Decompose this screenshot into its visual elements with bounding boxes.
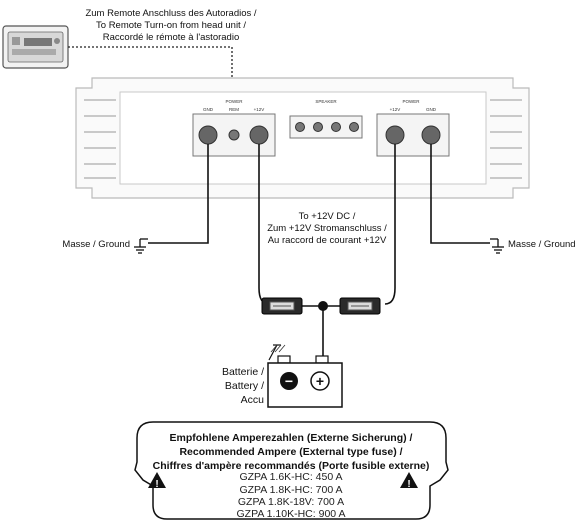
left-terminal-label-gnd: GND — [203, 107, 214, 112]
ground-right-icon — [490, 238, 504, 254]
remote-label-line1: Zum Remote Anschluss des Autoradios / — [85, 8, 256, 19]
battery-plus-symbol: + — [316, 373, 324, 389]
battery-minus-symbol: − — [285, 373, 293, 389]
speaker-screw-icon — [313, 122, 323, 132]
right-terminal-label-12v: +12V — [390, 107, 401, 112]
battery-label-line2: Battery / — [225, 380, 264, 392]
left-fuse-holder-icon — [261, 297, 303, 315]
speaker-screw-icon — [331, 122, 341, 132]
dc-label-line3: Au raccord de courant +12V — [268, 235, 387, 246]
remote-wire — [68, 46, 233, 130]
ground-left-icon — [134, 238, 148, 254]
fuse-recommendation-box — [134, 421, 449, 520]
power-screw-icon — [385, 125, 405, 145]
ground-label-right: Masse / Ground — [508, 239, 576, 250]
speaker-title: SPEAKER — [315, 99, 337, 104]
fuse-heading-line2: Recommended Ampere (External type fuse) … — [179, 446, 402, 458]
gnd-screw-icon — [421, 125, 441, 145]
gnd-screw-icon — [198, 125, 218, 145]
right-fuse-holder-icon — [339, 297, 381, 315]
remote-label-line2: To Remote Turn-on from head unit / — [96, 20, 246, 31]
right-ground-wire — [430, 144, 490, 244]
head-unit-radio-icon — [2, 25, 69, 69]
fuse-heading-line1: Empfohlene Amperezahlen (Externe Sicheru… — [170, 432, 413, 444]
left-power-title: POWER — [225, 99, 243, 104]
dc-label-line2: Zum +12V Stromanschluss / — [267, 223, 387, 234]
fuse-row: GZPA 1.8K-HC: 700 A — [239, 484, 342, 496]
left-power-terminal-block: POWER GND REM +12V — [192, 99, 276, 157]
wire-junction-dot — [318, 301, 328, 311]
warning-left-mark: ! — [155, 479, 158, 490]
battery-label-line1: Batterie / — [222, 366, 264, 378]
warning-right-mark: ! — [407, 479, 410, 490]
warning-right-icon: ! — [400, 472, 418, 490]
left-terminal-label-rem: REM — [229, 107, 239, 112]
right-power-terminal-block: POWER +12V GND — [376, 99, 450, 157]
power-screw-icon — [249, 125, 269, 145]
fuse-row: GZPA 1.10K-HC: 900 A — [237, 508, 346, 520]
ground-label-left: Masse / Ground — [62, 239, 130, 250]
speaker-screw-icon — [349, 122, 359, 132]
right-power-title: POWER — [402, 99, 420, 104]
speaker-screw-icon — [295, 122, 305, 132]
fuse-row: GZPA 1.6K-HC: 450 A — [239, 471, 342, 483]
warning-left-icon: ! — [148, 472, 166, 490]
right-power-wire — [384, 144, 396, 305]
right-terminal-label-gnd: GND — [426, 107, 437, 112]
dc-label-line1: To +12V DC / — [299, 211, 356, 222]
speaker-terminal-block: SPEAKER — [289, 99, 363, 139]
left-ground-wire — [148, 144, 209, 244]
battery-icon — [267, 344, 343, 408]
fuse-heading-line3: Chiffres d'ampère recommandés (Porte fus… — [153, 460, 430, 472]
rem-screw-icon — [228, 129, 240, 141]
fuse-row: GZPA 1.8K-18V: 700 A — [238, 496, 344, 508]
remote-label-line3: Raccordé le rémote à l'astoradio — [103, 32, 239, 43]
left-terminal-label-12v: +12V — [254, 107, 265, 112]
battery-label-line3: Accu — [241, 394, 265, 406]
